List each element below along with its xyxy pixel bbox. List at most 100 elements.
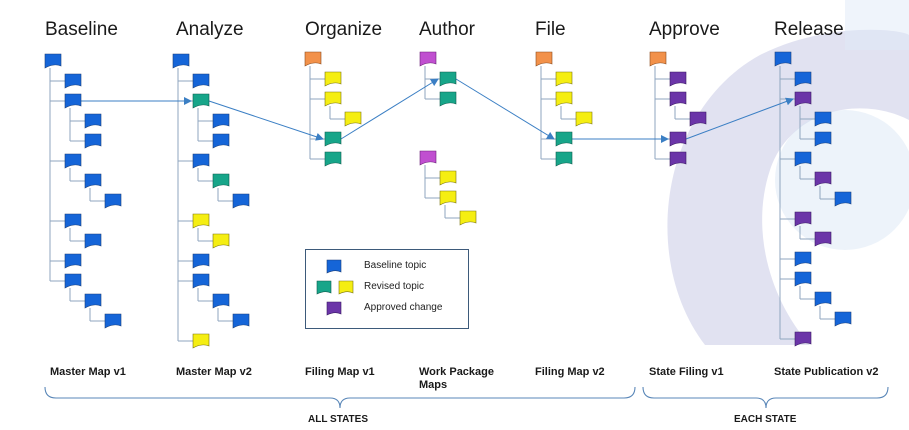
baseline-topic-icon: [212, 113, 230, 129]
baseline-topic-icon: [104, 313, 122, 329]
baseline-topic-icon: [44, 53, 62, 69]
baseline-topic-icon: [64, 73, 82, 89]
approved-change-icon: [794, 211, 812, 227]
baseline-topic-icon: [232, 193, 250, 209]
map-label-master-v2: Master Map v2: [176, 366, 252, 378]
stage-title-baseline: Baseline: [45, 19, 118, 40]
legend: Baseline topic Revised topic Approved ch…: [305, 249, 469, 329]
stage-title-release: Release: [774, 19, 844, 40]
legend-row-approved: Approved change: [306, 301, 466, 317]
baseline-topic-icon: [212, 293, 230, 309]
approved-change-icon: [814, 231, 832, 247]
baseline-topic-icon: [64, 153, 82, 169]
map-label-state-filing: State Filing v1: [649, 366, 724, 378]
baseline-topic-icon: [232, 313, 250, 329]
approved-change-icon: [794, 91, 812, 107]
tree-connectors: [49, 66, 835, 342]
approved-change-icon: [794, 331, 812, 347]
flow-arrow: [685, 97, 794, 140]
approved-change-icon: [689, 111, 707, 127]
revised-topic-icon: [344, 111, 362, 127]
revised-topic-icon: [192, 93, 210, 109]
watermark-circle: [775, 110, 909, 250]
legend-revised-teal-icon: [316, 280, 332, 295]
baseline-topic-icon: [64, 273, 82, 289]
flow-arrows: [81, 78, 794, 143]
map-root-icon: [535, 51, 553, 67]
baseline-topic-icon: [192, 273, 210, 289]
revised-topic-icon: [212, 233, 230, 249]
work-package-root-icon: [419, 150, 437, 166]
legend-revised-label: Revised topic: [364, 281, 425, 292]
legend-row-baseline: Baseline topic: [306, 259, 466, 275]
baseline-topic-icon: [192, 73, 210, 89]
group-label-each-state: EACH STATE: [734, 414, 797, 425]
baseline-topic-icon: [794, 271, 812, 287]
approved-change-icon: [669, 71, 687, 87]
legend-revised-yellow-icon: [338, 280, 354, 295]
map-label-master-v1: Master Map v1: [50, 366, 126, 378]
legend-approved-label: Approved change: [364, 302, 443, 313]
baseline-topic-icon: [64, 93, 82, 109]
baseline-topic-icon: [192, 253, 210, 269]
stage-title-organize: Organize: [305, 19, 383, 40]
revised-topic-icon: [192, 213, 210, 229]
map-label-work-package: Work Package Maps: [419, 366, 495, 391]
baseline-topic-icon: [212, 133, 230, 149]
flow-arrow: [455, 78, 555, 140]
baseline-topic-icon: [814, 291, 832, 307]
flow-arrow: [208, 100, 324, 141]
baseline-topic-icon: [104, 193, 122, 209]
approved-change-icon: [669, 131, 687, 147]
baseline-topic-icon: [774, 51, 792, 67]
map-label-filing-v1: Filing Map v1: [305, 366, 375, 378]
approved-change-icon: [814, 171, 832, 187]
baseline-topic-icon: [794, 151, 812, 167]
revised-topic-icon: [324, 71, 342, 87]
stage-title-approve: Approve: [649, 19, 720, 40]
baseline-topic-icon: [794, 71, 812, 87]
revised-topic-icon: [555, 131, 573, 147]
revised-topic-icon: [324, 131, 342, 147]
work-package-root-icon: [419, 51, 437, 67]
group-label-all-states: ALL STATES: [308, 414, 368, 425]
baseline-topic-icon: [794, 251, 812, 267]
approved-change-icon: [669, 151, 687, 167]
topic-icons: [44, 51, 852, 349]
revised-topic-icon: [555, 71, 573, 87]
approved-change-icon: [669, 91, 687, 107]
map-root-icon: [649, 51, 667, 67]
revised-topic-icon: [575, 111, 593, 127]
legend-baseline-icon: [326, 259, 342, 274]
map-label-filing-v2: Filing Map v2: [535, 366, 605, 378]
baseline-topic-icon: [84, 113, 102, 129]
map-root-icon: [304, 51, 322, 67]
legend-approved-icon: [326, 301, 342, 316]
baseline-topic-icon: [84, 233, 102, 249]
baseline-topic-icon: [84, 133, 102, 149]
baseline-topic-icon: [64, 253, 82, 269]
baseline-topic-icon: [64, 213, 82, 229]
map-label-state-publication: State Publication v2: [774, 366, 879, 378]
stage-title-analyze: Analyze: [176, 19, 244, 40]
legend-baseline-label: Baseline topic: [364, 260, 427, 271]
baseline-topic-icon: [84, 293, 102, 309]
revised-topic-icon: [459, 210, 477, 226]
revised-topic-icon: [555, 91, 573, 107]
revised-topic-icon: [439, 170, 457, 186]
watermark-arc: [667, 29, 909, 346]
baseline-topic-icon: [192, 153, 210, 169]
revised-topic-icon: [439, 190, 457, 206]
stage-title-author: Author: [419, 19, 475, 40]
revised-topic-icon: [555, 151, 573, 167]
revised-topic-icon: [439, 71, 457, 87]
group-braces: [44, 386, 889, 409]
all-states-brace: [44, 386, 636, 409]
revised-topic-icon: [324, 91, 342, 107]
legend-row-revised: Revised topic: [306, 280, 466, 296]
flow-arrow: [340, 78, 439, 140]
each-state-brace: [642, 386, 889, 409]
revised-topic-icon: [212, 173, 230, 189]
